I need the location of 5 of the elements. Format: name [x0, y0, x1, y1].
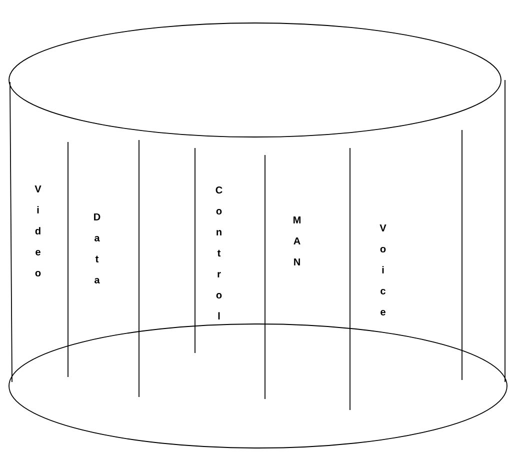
channel-label: Video — [34, 185, 42, 276]
channel-label: MAN — [294, 216, 300, 266]
channel-label: Control — [216, 186, 222, 320]
channel-label: Data — [94, 213, 100, 284]
channel-label: Voice — [380, 224, 386, 316]
